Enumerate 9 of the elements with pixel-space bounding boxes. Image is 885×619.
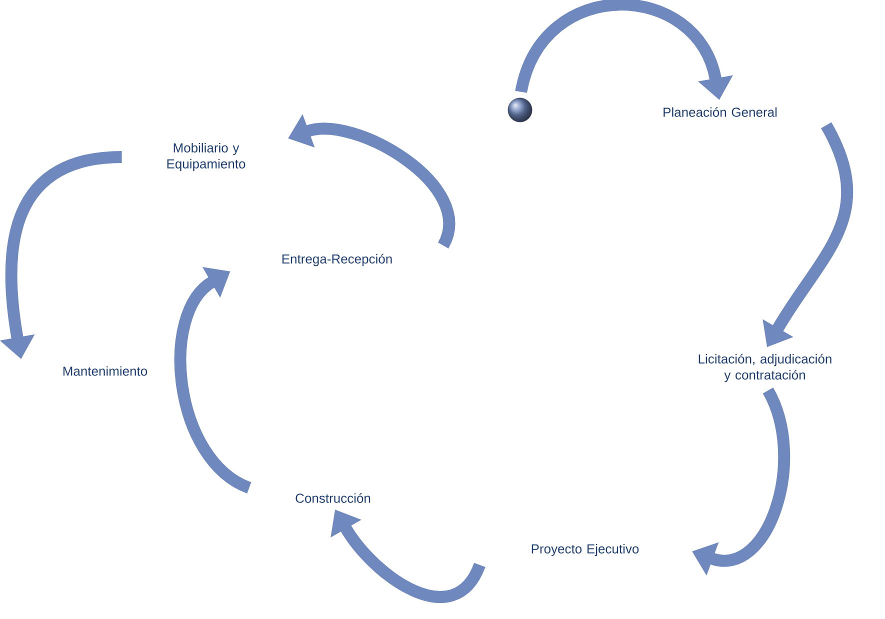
step-label: Licitación, adjudicación y contratación bbox=[698, 354, 832, 382]
sphere bbox=[508, 98, 532, 122]
step-label: Planeación General bbox=[664, 107, 777, 117]
step-label: Construcción bbox=[296, 493, 370, 503]
step-label: Proyecto Ejecutivo bbox=[532, 544, 639, 556]
curved-arrow bbox=[174, 266, 252, 494]
step-label: Mobiliario y Equipamiento bbox=[167, 142, 246, 172]
step-label: Mantenimiento bbox=[63, 366, 148, 376]
step-label: Entrega-Recepción bbox=[282, 254, 392, 266]
